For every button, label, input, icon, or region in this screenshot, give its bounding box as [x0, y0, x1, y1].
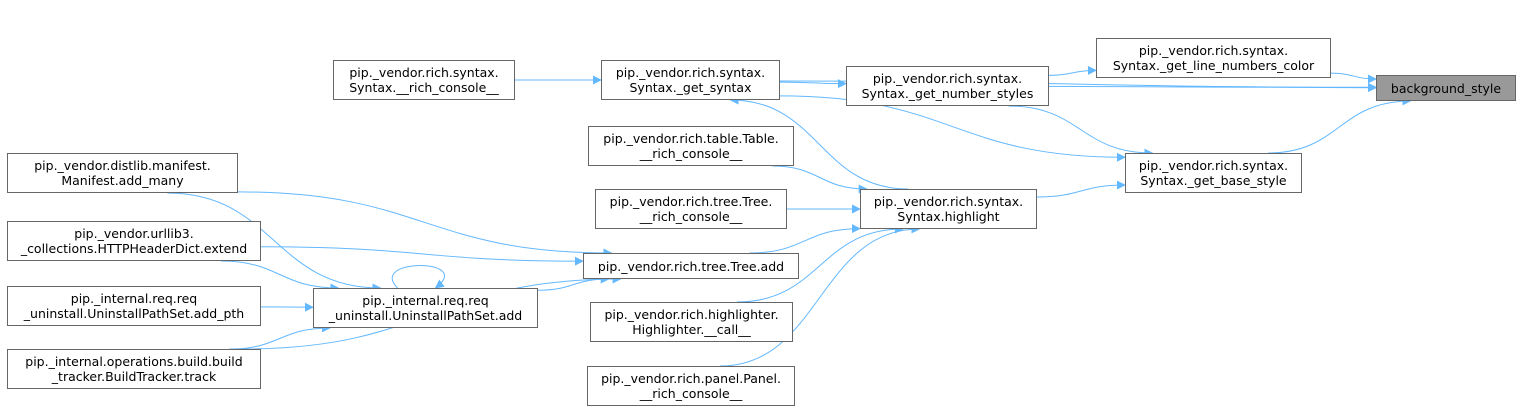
node-get-syntax[interactable]: pip._vendor.rich.syntax. Syntax._get_syn…: [601, 60, 780, 100]
node-highlighter-call-line-2: Highlighter.__call__: [632, 322, 751, 337]
node-syntax-rich-console-line-2: Syntax.__rich_console__: [349, 80, 499, 95]
edge-get_syntax-to-get_number_styles: [779, 79, 847, 89]
node-panel-rich-console-line-2: __rich_console__: [639, 386, 743, 401]
node-highlight-line-1: pip._vendor.rich.syntax.: [873, 194, 1024, 209]
node-uninstall-add[interactable]: pip._internal.req.req _uninstall.Uninsta…: [313, 288, 538, 328]
node-get-line-numbers-color[interactable]: pip._vendor.rich.syntax. Syntax._get_lin…: [1096, 38, 1331, 78]
node-syntax-rich-console[interactable]: pip._vendor.rich.syntax. Syntax.__rich_c…: [333, 60, 515, 100]
edge-get_line_numbers_color-to-background_style: [1330, 72, 1377, 84]
node-get-base-style[interactable]: pip._vendor.rich.syntax. Syntax._get_bas…: [1125, 153, 1302, 193]
node-get-syntax-line-2: Syntax._get_syntax: [629, 80, 752, 95]
node-table-rich-console-line-2: __rich_console__: [639, 146, 743, 161]
edge-get_number_styles-to-get_base_style: [1008, 105, 1154, 158]
node-tree-rich-console-line-2: __rich_console__: [639, 209, 743, 224]
node-manifest-add-many-line-1: pip._vendor.distlib.manifest.: [34, 158, 211, 173]
edge-build_tracker_track-to-uninstall_add: [229, 323, 331, 350]
node-get-number-styles[interactable]: pip._vendor.rich.syntax. Syntax._get_num…: [846, 66, 1049, 106]
node-manifest-add-many-line-2: Manifest.add_many: [61, 173, 184, 188]
node-table-rich-console-line-1: pip._vendor.rich.table.Table.: [603, 131, 779, 146]
edge-headerdict_extend-to-tree_add: [260, 246, 584, 266]
node-panel-rich-console[interactable]: pip._vendor.rich.panel.Panel. __rich_con…: [587, 366, 795, 406]
node-syntax-rich-console-line-1: pip._vendor.rich.syntax.: [349, 65, 499, 80]
node-uninstall-add-line-2: _uninstall.UninstallPathSet.add: [328, 308, 523, 323]
edge-headerdict_extend-to-uninstall_add: [221, 260, 340, 293]
node-tree-add[interactable]: pip._vendor.rich.tree.Tree.add: [583, 253, 799, 279]
node-background-style-line-1: background_style: [1390, 80, 1502, 96]
edge-get_syntax-to-get_base_style: [779, 95, 1126, 162]
node-get-number-styles-line-2: Syntax._get_number_styles: [861, 86, 1034, 101]
node-highlight-line-2: Syntax.highlight: [897, 209, 1000, 224]
node-headerdict-extend-line-2: _collections.HTTPHeaderDict.extend: [20, 241, 248, 256]
node-panel-rich-console-line-1: pip._vendor.rich.panel.Panel.: [601, 371, 781, 386]
node-build-tracker-track[interactable]: pip._internal.operations.build.build _tr…: [7, 349, 261, 389]
node-highlight[interactable]: pip._vendor.rich.syntax. Syntax.highligh…: [860, 189, 1037, 229]
node-highlighter-call-line-1: pip._vendor.rich.highlighter.: [604, 307, 779, 322]
edge-uninstall_add-to-uninstall_add: [391, 265, 445, 289]
node-get-syntax-line-1: pip._vendor.rich.syntax.: [615, 65, 766, 80]
node-uninstall-add-pth-line-2: _uninstall.UninstallPathSet.add_pth: [23, 306, 245, 321]
node-background-style: background_style: [1376, 75, 1516, 101]
node-get-base-style-line-1: pip._vendor.rich.syntax.: [1138, 158, 1289, 173]
node-headerdict-extend[interactable]: pip._vendor.urllib3. _collections.HTTPHe…: [7, 221, 261, 261]
edge-panel_rich_console-to-highlight: [720, 224, 921, 367]
edge-table_rich_console-to-highlight: [772, 165, 868, 194]
edge-get_number_styles-to-background_style: [1048, 83, 1377, 93]
node-highlighter-call[interactable]: pip._vendor.rich.highlighter. Highlighte…: [590, 302, 793, 342]
node-uninstall-add-pth[interactable]: pip._internal.req.req _uninstall.Uninsta…: [7, 286, 261, 326]
node-tree-add-line-1: pip._vendor.rich.tree.Tree.add: [597, 258, 785, 274]
node-uninstall-add-pth-line-1: pip._internal.req.req: [70, 291, 198, 306]
node-build-tracker-track-line-2: _tracker.BuildTracker.track: [51, 369, 217, 384]
node-build-tracker-track-line-1: pip._internal.operations.build.build: [25, 354, 243, 369]
edge-get_base_style-to-background_style: [1268, 96, 1412, 154]
node-table-rich-console[interactable]: pip._vendor.rich.table.Table. __rich_con…: [588, 126, 794, 166]
node-get-line-numbers-color-line-1: pip._vendor.rich.syntax.: [1138, 43, 1289, 58]
node-tree-rich-console-line-1: pip._vendor.rich.tree.Tree.: [609, 194, 773, 209]
node-headerdict-extend-line-1: pip._vendor.urllib3.: [74, 226, 194, 241]
edge-highlight-to-get_syntax: [729, 95, 909, 190]
edge-highlight-to-get_base_style: [1036, 180, 1126, 198]
edge-manifest_add_many-to-tree_add: [237, 191, 613, 258]
edge-get_number_styles-to-get_line_numbers_color: [1048, 65, 1097, 76]
node-get-number-styles-line-1: pip._vendor.rich.syntax.: [872, 71, 1023, 86]
node-get-base-style-line-2: Syntax._get_base_style: [1140, 173, 1287, 188]
node-get-line-numbers-color-line-2: Syntax._get_line_numbers_color: [1112, 58, 1315, 73]
edge-tree_add-to-highlight: [749, 224, 861, 254]
edge-highlighter_call-to-highlight: [736, 224, 904, 303]
node-manifest-add-many[interactable]: pip._vendor.distlib.manifest. Manifest.a…: [7, 153, 238, 193]
edge-manifest_add_many-to-uninstall_add: [167, 192, 382, 293]
node-tree-rich-console[interactable]: pip._vendor.rich.tree.Tree. __rich_conso…: [595, 189, 787, 229]
node-uninstall-add-line-1: pip._internal.req.req: [362, 293, 489, 308]
